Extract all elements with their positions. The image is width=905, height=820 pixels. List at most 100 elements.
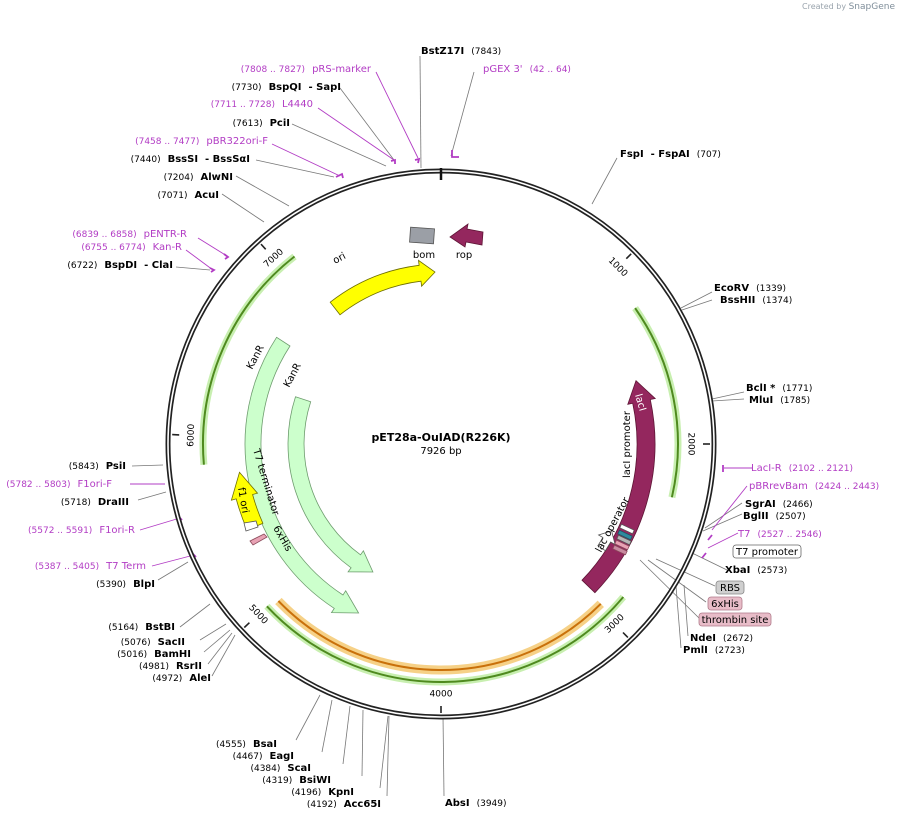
site-name: pENTR-R	[144, 229, 187, 240]
site-name: - BssSαI	[205, 154, 250, 165]
site-label-left[interactable]: (5164) BstBI	[108, 622, 175, 633]
feature-box[interactable]	[707, 596, 743, 611]
site-label-left[interactable]: (6722)BspDI- ClaI	[67, 260, 173, 271]
site-label-left[interactable]: (7711 .. 7728)L4440	[211, 99, 313, 110]
f1-ori-feature[interactable]	[230, 471, 264, 531]
site-coordinates: (5782 .. 5803)	[6, 480, 70, 490]
site-coordinates: (5387 .. 5405)	[35, 562, 99, 572]
site-label-right[interactable]: FspI- FspAI(707)	[620, 149, 721, 160]
site-label-right[interactable]: BglII(2507)	[743, 511, 806, 522]
site-name: SgrAI	[745, 499, 776, 510]
site-coordinates: (7071)	[158, 191, 188, 201]
site-coordinates: (7204)	[164, 173, 194, 183]
site-coordinates: (2573)	[757, 566, 787, 576]
site-coordinates: (3949)	[477, 799, 507, 809]
site-label-left[interactable]: (4981)RsrII	[139, 661, 202, 672]
site-label-left[interactable]: (4555)BsaI	[216, 739, 277, 750]
site-name: AcuI	[194, 190, 219, 201]
site-name: BstBI	[145, 622, 175, 633]
site-coordinates: (5390)	[96, 580, 126, 590]
kanr-feature[interactable]	[244, 336, 360, 614]
primer-markers	[177, 150, 724, 559]
site-coordinates: (5843)	[69, 462, 99, 472]
laci-feature[interactable]	[581, 379, 657, 594]
laci-promoter-arc	[632, 306, 682, 499]
feature-box-label: thrombin site	[702, 615, 769, 626]
site-coordinates: (1785)	[780, 396, 810, 406]
site-name: - FspAI	[651, 149, 690, 160]
site-coordinates: (2723)	[715, 646, 745, 656]
site-label-right[interactable]: EcoRV(1339)	[714, 283, 786, 294]
site-coordinates: (4555)	[216, 740, 246, 750]
site-label-left[interactable]: (5076)SacII	[121, 637, 185, 648]
t7-terminator-marker[interactable]	[243, 520, 259, 532]
site-coordinates: (2424 .. 2443)	[815, 482, 879, 492]
kanr-feature[interactable]	[287, 396, 374, 573]
site-label-left[interactable]: (4196)KpnI	[291, 787, 354, 798]
site-label-left[interactable]: (4972)AleI	[152, 673, 211, 684]
laci-promoter-feature[interactable]	[597, 530, 616, 552]
lac-operator-marker[interactable]	[612, 523, 635, 556]
primer-connector-lines	[130, 71, 752, 567]
feature-box[interactable]	[732, 544, 802, 559]
site-label-left[interactable]: (5782 .. 5803)F1ori-F	[6, 479, 112, 490]
site-label-left[interactable]: (4192)Acc65I	[307, 799, 381, 810]
site-label-left[interactable]: (4319)BsiWI	[262, 775, 331, 786]
site-label-right[interactable]: pGEX 3'(42 .. 64)	[483, 64, 571, 75]
site-coordinates: (5164)	[108, 623, 138, 633]
site-label-right[interactable]: pBRrevBam(2424 .. 2443)	[749, 481, 879, 492]
site-coordinates: (1339)	[756, 284, 786, 294]
site-label-right[interactable]: BclI *(1771)	[746, 383, 812, 394]
credit-prefix: Created by	[802, 2, 847, 11]
his-tag-marker[interactable]	[249, 533, 268, 546]
site-label-left[interactable]: (5016)BamHI	[117, 649, 191, 660]
site-label-left[interactable]: (5718)DraIII	[61, 497, 129, 508]
site-coordinates: (1771)	[782, 384, 812, 394]
site-coordinates: (5076)	[121, 638, 151, 648]
plasmid-length: 7926 bp	[420, 446, 461, 457]
site-label-right[interactable]: LacI-R(2102 .. 2121)	[751, 463, 853, 474]
site-label-left[interactable]: (5572 .. 5591)F1ori-R	[28, 525, 135, 536]
site-label-left[interactable]: (7730)BspQI- SapI	[232, 82, 341, 93]
rop-feature[interactable]	[449, 223, 484, 248]
site-label-right[interactable]: BssHII(1374)	[720, 295, 792, 306]
site-label-right[interactable]: AbsI(3949)	[445, 798, 507, 809]
site-label-right[interactable]: NdeI(2672)	[690, 633, 753, 644]
site-name: BspQI	[269, 82, 302, 93]
scale-tick-label: 6000	[186, 423, 197, 447]
ori-feature[interactable]	[329, 259, 436, 316]
scale-tick	[625, 253, 632, 260]
site-label-left[interactable]: (7458 .. 7477)pBR322ori-F	[135, 136, 268, 147]
site-name: ScaI	[287, 763, 311, 774]
site-coordinates: (2102 .. 2121)	[789, 464, 853, 474]
bom-feature[interactable]	[409, 226, 435, 245]
site-coordinates: (4384)	[250, 764, 280, 774]
site-label-right[interactable]: BstZ17I(7843)	[421, 46, 501, 57]
feature-box[interactable]	[715, 580, 745, 595]
site-label-left[interactable]: (4384) ScaI	[250, 763, 311, 774]
site-label-left[interactable]: (7204)AlwNI	[164, 172, 233, 183]
site-label-right[interactable]: SgrAI(2466)	[745, 499, 813, 510]
site-label-left[interactable]: (7613)PciI	[233, 118, 290, 129]
site-label-right[interactable]: MluI(1785)	[749, 395, 810, 406]
site-coordinates: (4196)	[291, 788, 321, 798]
site-label-left[interactable]: (7071) AcuI	[158, 190, 219, 201]
site-name: T7 Term	[105, 561, 146, 572]
site-name: L4440	[282, 99, 313, 110]
site-label-right[interactable]: XbaI(2573)	[725, 565, 787, 576]
site-label-right[interactable]: T7(2527 .. 2546)	[737, 529, 822, 540]
site-label-left[interactable]: (6755 .. 6774)Kan-R	[81, 242, 182, 253]
site-label-left[interactable]: (6839 .. 6858)pENTR-R	[72, 229, 187, 240]
site-label-left[interactable]: (7808 .. 7827)pRS-marker	[241, 64, 372, 75]
orf-arc	[264, 594, 626, 686]
site-label-left[interactable]: (7440)BssSI- BssSαI	[131, 154, 250, 165]
site-label-left[interactable]: (5390)BlpI	[96, 579, 155, 590]
site-name: BssSI	[168, 154, 198, 165]
site-label-left[interactable]: (4467)EagI	[233, 751, 294, 762]
site-label-left[interactable]: (5843)PsiI	[69, 461, 126, 472]
site-label-right[interactable]: PmlI(2723)	[683, 645, 745, 656]
site-coordinates: (2527 .. 2546)	[757, 530, 821, 540]
site-coordinates: (5572 .. 5591)	[28, 526, 92, 536]
site-label-left[interactable]: (5387 .. 5405) T7 Term	[35, 561, 146, 572]
feature-box[interactable]	[698, 612, 772, 627]
